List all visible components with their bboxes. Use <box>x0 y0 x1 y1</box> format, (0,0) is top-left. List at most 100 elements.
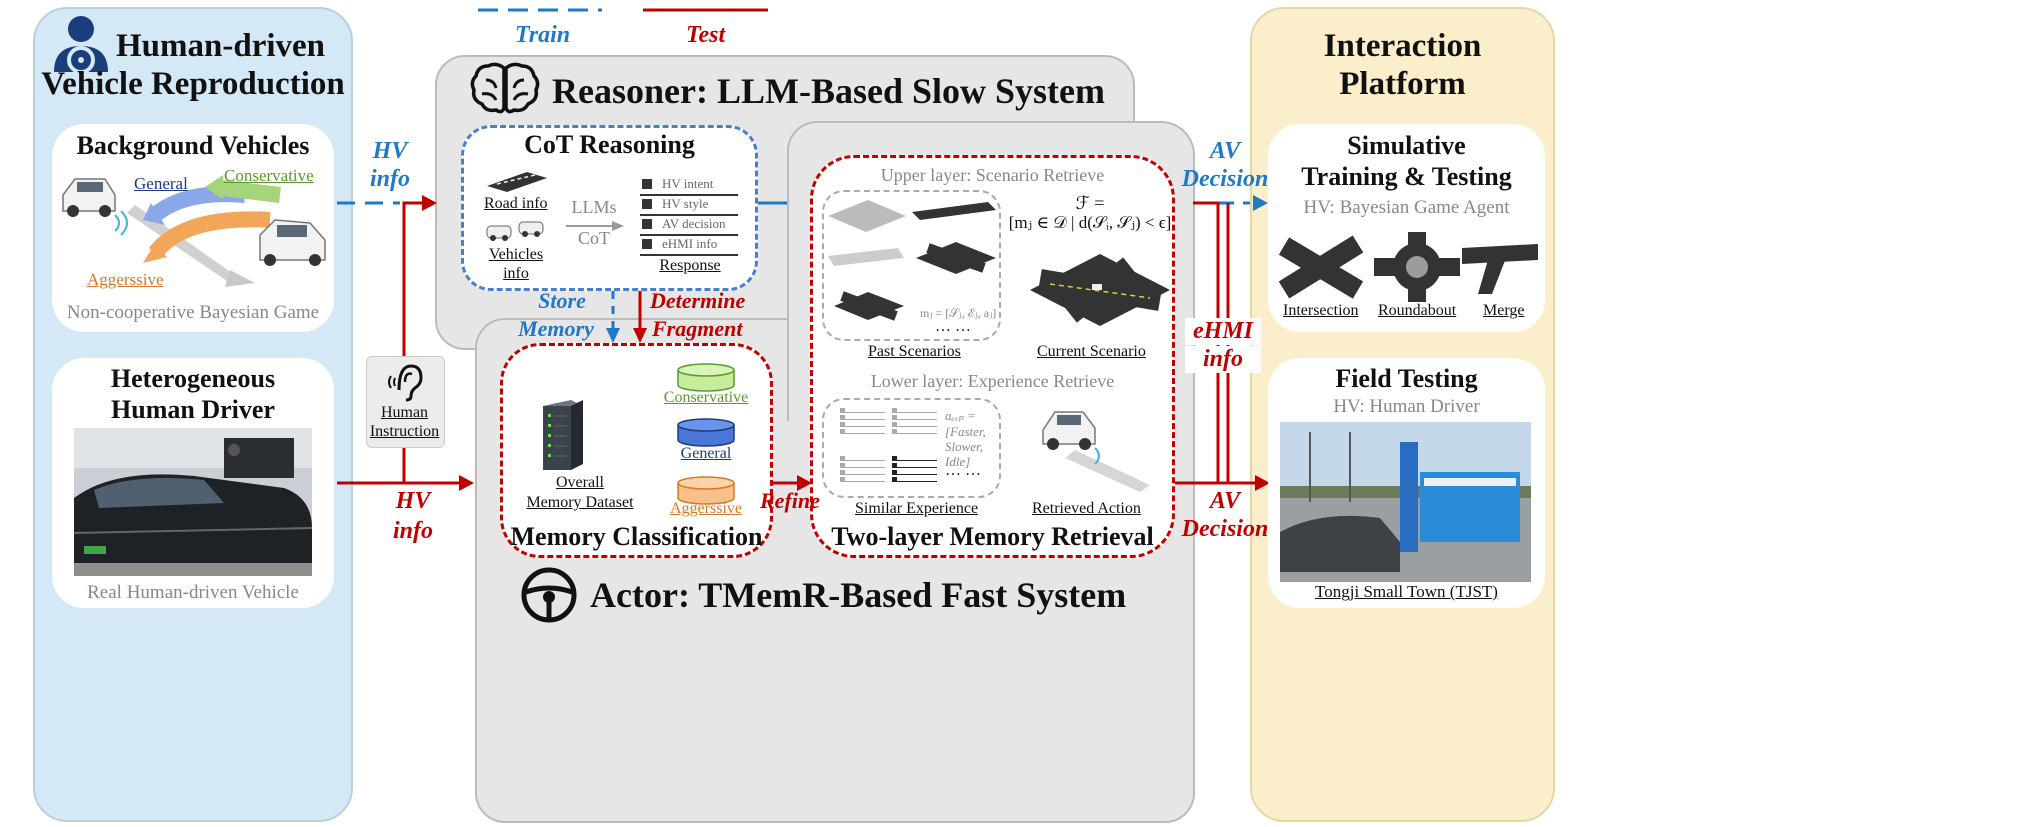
simulative-card <box>1268 124 1545 332</box>
vehicles-icon <box>486 221 544 241</box>
llm-arrow <box>566 221 624 231</box>
roundabout-label: Roundabout <box>1378 302 1457 319</box>
mj-label: mⱼ = [𝒮ⱼ, ℰⱼ, aⱼ] <box>920 306 997 320</box>
current-scenario-label: Current Scenario <box>1037 343 1146 360</box>
left-title-2: Vehicle Reproduction <box>41 66 345 102</box>
steering-wheel-icon <box>521 567 577 623</box>
sim-subtitle: HV: Bayesian Game Agent <box>1303 197 1510 218</box>
experience-line <box>892 456 937 461</box>
ear-icon <box>388 364 423 402</box>
current-scenario-map <box>1030 254 1170 326</box>
bullet-icon <box>642 239 652 249</box>
av-decision-top-2: Decision <box>1181 166 1269 192</box>
cot-response-text: eHMI info <box>662 236 718 251</box>
store-memory-2: Memory <box>518 316 594 341</box>
bullet-icon <box>642 179 652 189</box>
similar-experience-box <box>822 398 1001 498</box>
server-icon <box>543 400 583 470</box>
field-caption: Tongji Small Town (TJST) <box>1315 582 1498 601</box>
retrieved-action-car <box>1042 411 1150 492</box>
experience-line <box>892 415 937 420</box>
field-test-photo <box>1280 422 1531 582</box>
retrieved-action-label: Retrieved Action <box>1032 500 1141 517</box>
experience-line <box>892 422 937 427</box>
hv-info-bot-2: info <box>392 518 433 544</box>
human-instruction-2: Instruction <box>369 423 440 440</box>
past-scenarios-box <box>822 190 1001 341</box>
cot-response-text: HV intent <box>662 176 714 191</box>
left-title-1: Human-driven <box>116 28 326 64</box>
determine-fragment-2: Fragment <box>652 316 743 341</box>
field-title: Field Testing <box>1335 364 1478 393</box>
hv-info-top-1: HV <box>372 138 408 164</box>
memclass-general: General <box>680 445 732 462</box>
cot-response-item: HV style <box>640 196 738 216</box>
av-decision-bot-1: AV <box>1209 488 1241 514</box>
cot-response-text: AV decision <box>662 216 726 231</box>
background-vehicles-illustration <box>62 175 326 287</box>
aexp-1: aₑₓₚ = <box>945 408 976 423</box>
roundabout-map <box>1374 232 1460 302</box>
experience-line <box>892 470 937 475</box>
database-conservative-icon <box>677 363 735 392</box>
hh-title-1: Heterogeneous <box>110 364 276 393</box>
experience-line <box>892 429 937 434</box>
dots-1: … … <box>935 318 971 335</box>
legend-test: Test <box>686 22 726 48</box>
response-label: Response <box>659 257 721 274</box>
cot-response-item: AV decision <box>640 216 738 236</box>
actor-title: Actor: TMemR-Based Fast System <box>590 575 1127 615</box>
upper-layer-label: Upper layer: Scenario Retrieve <box>880 165 1105 185</box>
field-subtitle: HV: Human Driver <box>1333 396 1480 417</box>
aexp-4: Idle] <box>945 454 971 469</box>
cot-card <box>461 125 758 291</box>
experience-line <box>840 429 885 434</box>
dots-2: … … <box>945 462 981 479</box>
overall-1: Overall <box>556 474 604 491</box>
experience-line <box>840 470 885 475</box>
bg-card-caption: Non-cooperative Bayesian Game <box>66 302 320 323</box>
experience-line <box>840 415 885 420</box>
hh-caption: Real Human-driven Vehicle <box>87 582 299 603</box>
past-scenarios-map <box>828 200 996 321</box>
database-general-icon <box>677 418 735 447</box>
road-icon <box>487 172 547 192</box>
legend-lines <box>478 8 768 12</box>
vehicles-info-1: Vehicles <box>488 246 544 263</box>
experience-line <box>840 408 885 413</box>
hv-info-top-2: info <box>369 166 410 192</box>
aexp-2: [Faster, <box>945 424 986 439</box>
retrieval-title: Two-layer Memory Retrieval <box>831 522 1154 551</box>
white-car-left <box>62 178 116 217</box>
bullet-icon <box>642 219 652 229</box>
memclass-conservative: Conservative <box>663 389 749 406</box>
cot-label: CoT <box>577 228 610 248</box>
av-decision-top-1: AV <box>1209 138 1241 164</box>
experience-line <box>840 422 885 427</box>
past-scenarios-label: Past Scenarios <box>868 343 961 360</box>
experience-lists <box>840 408 940 488</box>
similar-experience-label: Similar Experience <box>855 500 979 517</box>
hv-info-bot-1: HV <box>395 488 431 514</box>
vehicles-info-2: info <box>503 265 529 282</box>
bullet-icon <box>642 199 652 209</box>
bg-label-conservative: Conservative <box>224 166 314 185</box>
cot-response-text: HV style <box>662 196 709 211</box>
cot-card-bg <box>461 125 758 291</box>
bg-label-general: General <box>134 174 188 193</box>
experience-line <box>892 463 937 468</box>
human-instruction-box <box>366 356 445 448</box>
road-info-label: Road info <box>484 195 548 212</box>
experience-line <box>892 408 937 413</box>
sim-title-2: Training & Testing <box>1301 162 1512 191</box>
llms-label: LLMs <box>571 197 617 217</box>
white-car-right <box>259 219 326 266</box>
right-title-2: Platform <box>1339 66 1466 102</box>
experience-line <box>840 463 885 468</box>
formula-1: ℱ = <box>1075 193 1105 213</box>
ehmi-1: eHMI <box>1185 318 1261 345</box>
intersection-map <box>1278 235 1364 299</box>
flow-arrows <box>337 195 1270 500</box>
ehmi-2: info <box>1185 346 1261 373</box>
human-instruction-1: Human <box>380 404 429 421</box>
